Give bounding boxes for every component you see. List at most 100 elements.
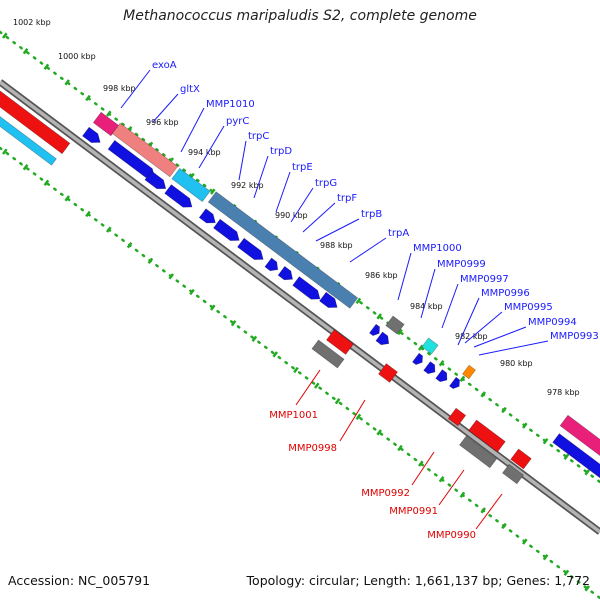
gene-label[interactable]: trpE — [292, 162, 313, 173]
lower-tick — [501, 522, 507, 530]
lower-tick — [168, 273, 174, 280]
gene-leader-line — [120, 69, 151, 109]
lower-tick — [397, 444, 403, 452]
gene-label[interactable]: pyrC — [226, 116, 249, 127]
cds-reverse-feature[interactable] — [447, 407, 467, 427]
cds-forward-arrow[interactable] — [319, 291, 338, 308]
cds-gray-feature[interactable] — [385, 315, 405, 335]
tick-label: 1000 kbp — [58, 52, 96, 61]
gene-leader-line — [420, 268, 436, 319]
upper-tick — [563, 453, 570, 460]
cds-forward-arrow[interactable] — [82, 126, 101, 143]
gene-label[interactable]: MMP0991 — [389, 506, 438, 517]
cds-reverse-feature[interactable] — [510, 448, 532, 470]
gene-label[interactable]: MMP0994 — [528, 317, 577, 328]
cds-forward-arrow[interactable] — [292, 276, 321, 300]
gene-label[interactable]: trpF — [337, 193, 357, 204]
cds-reverse-feature[interactable] — [468, 419, 506, 453]
orange-feature[interactable] — [462, 364, 476, 380]
lower-scale-line — [0, 146, 600, 600]
tick-label: 982 kbp — [455, 332, 488, 341]
scale-dots — [0, 30, 600, 600]
upper-tick — [210, 188, 216, 195]
gene-label[interactable]: trpD — [270, 146, 292, 157]
gene-label[interactable]: MMP0993 — [550, 331, 599, 342]
lower-tick — [251, 335, 258, 342]
cds-reverse-feature[interactable] — [326, 329, 354, 355]
gene-leader-line — [275, 171, 291, 213]
cds-forward-arrow[interactable] — [144, 170, 167, 190]
genome-title: Methanococcus maripaludis S2, complete g… — [123, 8, 477, 24]
gene-leader-line — [464, 311, 503, 344]
cds-forward-arrow[interactable] — [552, 433, 600, 487]
upper-tick — [64, 79, 71, 86]
gene-label[interactable]: exoA — [152, 60, 177, 71]
tick-label: 990 kbp — [275, 211, 308, 220]
gene-label[interactable]: MMP1001 — [269, 410, 318, 421]
gene-label[interactable]: MMP0990 — [427, 530, 476, 541]
lower-tick — [147, 257, 154, 264]
gene-leader-line — [290, 187, 314, 223]
gene-label[interactable]: MMP1010 — [206, 99, 255, 110]
gene-label[interactable]: gltX — [180, 84, 200, 95]
gene-leader-line — [302, 202, 336, 233]
rrna-feature[interactable] — [111, 122, 179, 178]
lower-tick — [376, 429, 382, 436]
lower-tick — [22, 164, 29, 171]
lower-tick — [459, 491, 466, 498]
cds-forward-arrow[interactable] — [264, 257, 279, 272]
cds-gray-feature[interactable] — [502, 463, 524, 485]
backbone-inner — [0, 80, 600, 534]
cds-forward-arrow[interactable] — [449, 376, 460, 389]
cds-forward-arrow[interactable] — [164, 184, 193, 208]
cds-forward-arrow[interactable] — [237, 237, 264, 260]
gene-label[interactable]: MMP1000 — [413, 243, 462, 254]
gene-label[interactable]: trpB — [361, 209, 382, 220]
gene-label[interactable]: MMP0998 — [288, 443, 337, 454]
upper-tick — [43, 63, 50, 70]
cds-gray-feature[interactable] — [459, 435, 497, 469]
lower-tick — [85, 210, 91, 218]
trna-feature[interactable] — [92, 111, 120, 137]
gene-leader-line — [349, 237, 387, 263]
cds-forward-arrow[interactable] — [412, 352, 423, 365]
gene-label[interactable]: MMP0992 — [361, 488, 410, 499]
light-blue-feature[interactable] — [171, 167, 211, 203]
lower-tick — [64, 195, 71, 202]
gene-label[interactable]: trpG — [315, 178, 337, 189]
cds-reverse-feature[interactable] — [0, 86, 71, 155]
cds-forward-arrow[interactable] — [369, 323, 380, 336]
gene-leader-line — [438, 469, 465, 506]
cds-forward-arrow[interactable] — [435, 369, 448, 383]
upper-tick — [542, 438, 549, 445]
trna-feature[interactable] — [559, 414, 600, 464]
light-blue-feature[interactable] — [0, 111, 57, 166]
gene-label[interactable]: trpC — [248, 131, 269, 142]
cyan-feature[interactable] — [421, 337, 439, 355]
gene-label[interactable]: MMP0997 — [460, 274, 509, 285]
steel-blue-feature[interactable] — [207, 191, 359, 309]
gene-label[interactable]: MMP0996 — [481, 288, 530, 299]
tick-label: 994 kbp — [188, 148, 221, 157]
cds-forward-arrow[interactable] — [213, 218, 240, 241]
cds-forward-arrow[interactable] — [198, 208, 216, 224]
cds-forward-arrow[interactable] — [423, 361, 436, 375]
upper-tick — [376, 313, 382, 320]
upper-tick — [438, 360, 445, 367]
lower-tick — [438, 476, 445, 483]
gene-label[interactable]: MMP0995 — [504, 302, 553, 313]
gene-label[interactable]: MMP0999 — [437, 259, 486, 270]
gene-leader-line — [253, 155, 269, 199]
cds-gray-feature[interactable] — [311, 339, 345, 369]
lower-tick — [521, 538, 528, 545]
gene-label[interactable]: trpA — [388, 228, 409, 239]
tick-label: 992 kbp — [231, 181, 264, 190]
gene-leader-line — [295, 369, 321, 406]
tick-label: 988 kbp — [320, 241, 353, 250]
cds-forward-arrow[interactable] — [375, 331, 390, 346]
length-label: Length: — [363, 573, 411, 588]
cds-reverse-feature[interactable] — [378, 363, 398, 383]
cds-forward-arrow[interactable] — [277, 265, 293, 281]
